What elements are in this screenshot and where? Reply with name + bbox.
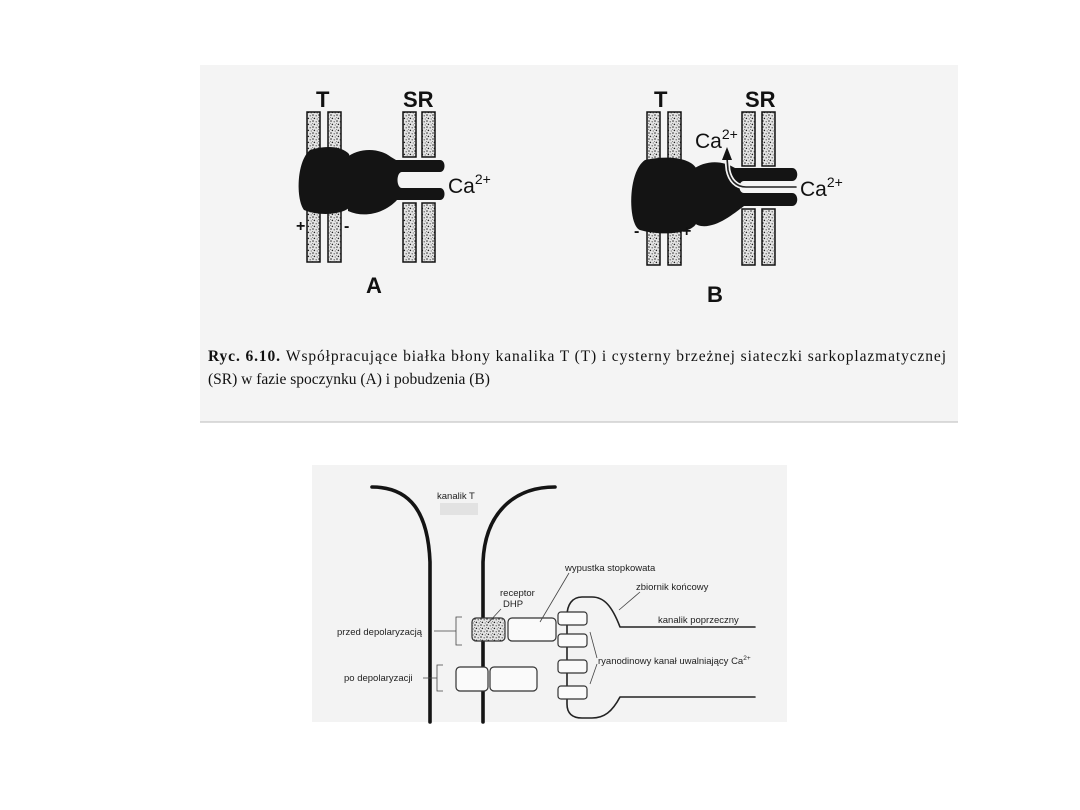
leader-terminal-cisterna [618,591,641,611]
label-ryanodine-text: ryanodinowy kanał uwalniający Ca [598,656,744,667]
ryanodine-channel-4 [557,685,588,700]
panel-b-calcium-top-symbol: Ca [695,130,722,153]
panel-a-label: A [366,273,382,298]
ryanodine-channel-2 [557,633,588,648]
panel-a-sign-right: - [344,218,349,235]
leader-receptor [488,608,502,623]
panel-a-sr-label: SR [403,87,434,112]
panel-b-sr-membrane-left-upper [741,111,756,167]
ryanodine-channel-3 [557,659,588,674]
t-tubule-smudge [440,503,478,515]
figure-bottom: kanalik T wypustka stopkowata zbiornik k… [312,465,787,724]
ryanodine-channel-1 [557,611,588,626]
panel-b-sr-membrane-right-upper [761,111,776,167]
panel-b-calcium-top-charge: 2+ [722,126,738,142]
label-ryanodine-charge: 2+ [743,655,751,662]
panel-a-calcium-symbol: Ca [448,175,475,198]
panel-a-sr-membrane-right-upper [421,111,436,158]
panel-a-dhp-receptor [298,146,352,214]
caption-text-1: Współpracujące białka błony kanalika T (… [286,348,946,365]
leader-ryanodine [589,631,598,685]
panel-a-ryanodine-foot [346,149,445,215]
panel-b-sr-label: SR [745,87,776,112]
figure-top: T SR Ca2+ + - A T SR [200,65,958,423]
panel-b-sr-membrane-left-lower [741,208,756,266]
label-dhp: DHP [503,599,523,610]
panel-b-sr-membrane-right-lower [761,208,776,266]
panel-a-calcium-label: Ca2+ [448,171,491,198]
panel-a: T SR Ca2+ + - A [296,87,491,298]
panel-b-sign-right: + [682,223,691,240]
label-przed-depolaryzacja: przed depolaryzacją [337,627,423,638]
figure-bottom-background [312,465,787,722]
foot-process-after [489,666,538,692]
label-wypustka: wypustka stopkowata [564,563,656,574]
label-receptor: receptor [500,588,535,599]
figure-caption: Ryc. 6.10. Współpracujące białka błony ka… [208,348,946,388]
panel-a-sr-membrane-left-upper [402,111,417,158]
panel-b-calcium-right-charge: 2+ [827,174,843,190]
panel-b: T SR Ca2+ Ca2+ - + B [631,87,843,307]
panel-b-dhp-receptor [631,157,699,234]
dhp-receptor-after [455,666,489,692]
leader-foot-process [539,572,570,623]
panel-b-arrowhead-icon [722,147,732,160]
panel-b-calcium-release-arrow [726,157,797,188]
panel-b-calcium-right-label: Ca2+ [800,174,843,201]
caption-line-1: Ryc. 6.10. Współpracujące białka błony ka… [208,348,946,365]
panel-b-calcium-right-symbol: Ca [800,178,827,201]
figure-top-background [200,65,958,422]
label-ryanodine-channel: ryanodinowy kanał uwalniający Ca2+ [598,655,751,667]
panel-a-t-label: T [316,87,330,112]
label-kanalik-t: kanalik T [437,491,475,502]
panel-b-calcium-top-label: Ca2+ [695,126,738,153]
panel-b-label: B [707,282,723,307]
bracket-after [423,664,443,692]
caption-figure-number: Ryc. 6.10. [208,348,280,365]
panel-a-sr-membrane-right-lower [421,202,436,263]
bracket-before [434,616,462,646]
label-kanalik-poprzeczny: kanalik poprzeczny [658,615,739,626]
panel-a-calcium-charge: 2+ [475,171,491,187]
label-zbiornik: zbiornik końcowy [636,582,709,593]
panel-b-ryanodine-foot [691,162,798,227]
label-po-depolaryzacji: po depolaryzacji [344,673,413,684]
caption-line-2: (SR) w fazie spoczynku (A) i pobudzenia … [208,371,490,388]
panel-a-sign-left: + [296,218,305,235]
t-tubule-right-wall [481,485,557,724]
panel-b-t-label: T [654,87,668,112]
t-tubule-left-wall [370,485,432,724]
foot-process-before [507,617,557,642]
panel-a-sr-membrane-left-lower [402,202,417,263]
panel-b-sign-left: - [634,223,639,240]
dhp-receptor-before [471,617,506,642]
